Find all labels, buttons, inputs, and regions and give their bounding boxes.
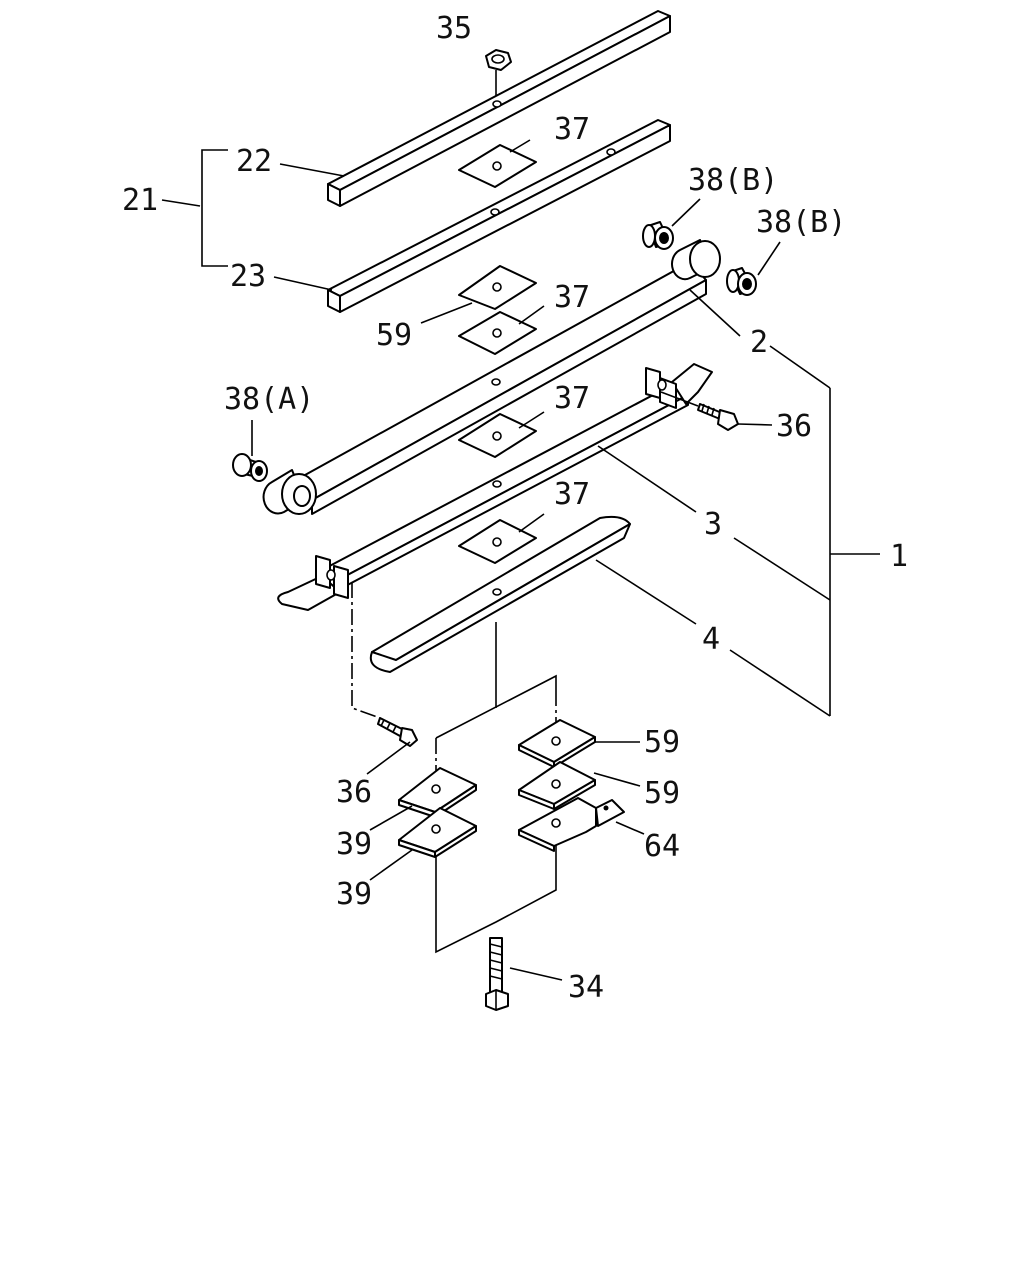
callout-37-d: 37 <box>554 477 590 512</box>
bolt-36-a <box>660 391 739 431</box>
bush-38a <box>232 453 268 482</box>
clip-rear <box>645 367 677 409</box>
bush-38b-1 <box>642 221 674 250</box>
callout-39-a: 39 <box>336 827 372 862</box>
leaf-23 <box>327 119 671 313</box>
bolt-34 <box>485 937 509 1011</box>
callout-34: 34 <box>568 970 604 1005</box>
pad-59-c <box>518 761 596 810</box>
pad-59-a <box>458 265 537 310</box>
callout-2: 2 <box>750 325 768 360</box>
callout-22: 22 <box>236 144 272 179</box>
pad-37-b <box>458 311 537 355</box>
callout-39-b: 39 <box>336 877 372 912</box>
pad-39-a <box>398 767 477 818</box>
callout-59-b: 59 <box>644 725 680 760</box>
bush-38b-2 <box>726 267 757 296</box>
callout-38b-2: 38(B) <box>756 205 846 240</box>
callout-1: 1 <box>890 539 908 574</box>
callout-38b-1: 38(B) <box>688 163 778 198</box>
callout-labels: 35 37 22 21 23 38(B) 38(B) 59 37 2 38(A)… <box>122 11 908 1005</box>
callout-3: 3 <box>704 507 722 542</box>
pad-64 <box>518 797 625 852</box>
callout-23: 23 <box>230 259 266 294</box>
callout-4: 4 <box>702 622 720 657</box>
pad-37-a <box>458 144 537 188</box>
callout-36-b: 36 <box>336 775 372 810</box>
callout-35: 35 <box>436 11 472 46</box>
pad-39-b <box>398 807 477 858</box>
leader-lines <box>161 139 880 981</box>
callout-37-a: 37 <box>554 112 590 147</box>
pad-59-b <box>518 719 596 768</box>
leaf-4 <box>369 515 631 673</box>
callout-59-c: 59 <box>644 776 680 811</box>
leaf-22 <box>327 10 671 207</box>
callout-59-a: 59 <box>376 318 412 353</box>
leaf-2-main <box>262 239 721 515</box>
callout-36-a: 36 <box>776 409 812 444</box>
pad-37-d <box>458 519 537 564</box>
clip-front <box>315 555 349 599</box>
callout-37-b: 37 <box>554 280 590 315</box>
callout-21: 21 <box>122 183 158 218</box>
pad-37-c <box>458 413 537 458</box>
callout-38a: 38(A) <box>224 382 314 417</box>
assembly-lines <box>351 582 557 954</box>
callout-64: 64 <box>644 829 680 864</box>
bolt-36-b <box>377 717 418 747</box>
nut-35 <box>485 49 512 104</box>
callout-37-c: 37 <box>554 381 590 416</box>
